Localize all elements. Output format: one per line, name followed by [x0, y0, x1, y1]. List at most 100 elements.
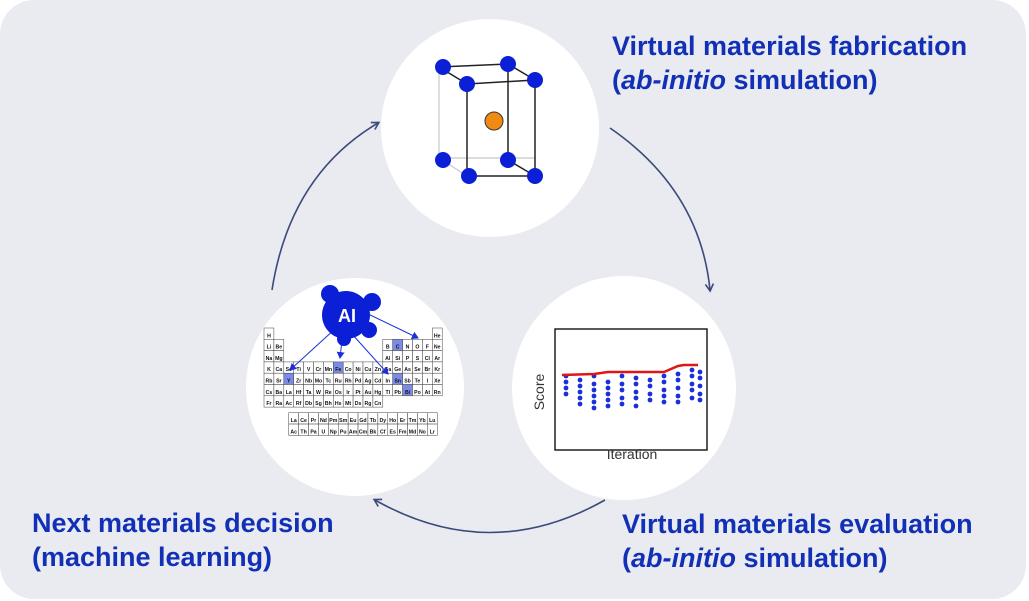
- score-point: [689, 395, 695, 401]
- element-symbol: Ti: [296, 367, 301, 373]
- atom-node: [527, 72, 543, 88]
- element-symbol: S: [416, 356, 420, 362]
- element-symbol: Cd: [374, 379, 381, 385]
- score-point: [647, 397, 653, 403]
- element-symbol: No: [419, 429, 426, 435]
- element-symbol: Sm: [339, 418, 347, 424]
- crystal-structure: [435, 56, 543, 184]
- element-symbol: Pa: [310, 429, 316, 435]
- element-symbol: H: [267, 333, 271, 339]
- element-symbol: Mt: [345, 401, 351, 407]
- element-symbol: Xe: [434, 379, 440, 385]
- element-symbol: Cf: [380, 429, 386, 435]
- score-point: [697, 369, 703, 375]
- element-symbol: Sc: [286, 367, 292, 373]
- atom-node: [500, 152, 516, 168]
- element-symbol: Pt: [355, 390, 360, 396]
- element-symbol: Ac: [290, 429, 297, 435]
- score-point: [605, 397, 611, 403]
- element-symbol: In: [385, 379, 390, 385]
- score-point: [577, 383, 583, 389]
- element-symbol: B: [386, 345, 390, 351]
- element-symbol: Rf: [296, 401, 302, 407]
- element-symbol: Ac: [285, 401, 292, 407]
- element-symbol: Ge: [394, 367, 401, 373]
- score-point: [619, 373, 625, 379]
- score-point: [675, 385, 681, 391]
- score-point: [563, 385, 569, 391]
- score-point: [697, 391, 703, 397]
- score-axis-label: Score: [531, 374, 547, 411]
- element-symbol: Y: [287, 379, 291, 385]
- element-symbol: Ru: [335, 379, 342, 385]
- best-score-line: [561, 363, 698, 377]
- atom-node: [461, 168, 477, 184]
- evaluation-label: Virtual materials evaluation (ab-initio …: [622, 507, 973, 575]
- element-symbol: La: [286, 390, 292, 396]
- score-point: [633, 375, 639, 381]
- element-symbol: Sr: [276, 379, 281, 385]
- element-symbol: Lu: [429, 418, 435, 424]
- element-symbol: Hf: [296, 390, 302, 396]
- paren: (: [622, 543, 631, 573]
- element-symbol: Nb: [305, 379, 312, 385]
- element-symbol: Cu: [364, 367, 371, 373]
- element-cell: [372, 395, 384, 408]
- element-symbol: Ta: [306, 390, 312, 396]
- element-symbol: Ar: [434, 356, 440, 362]
- score-point: [633, 403, 639, 409]
- atom-node: [435, 152, 451, 168]
- element-symbol: Pu: [340, 429, 347, 435]
- element-symbol: K: [267, 367, 271, 373]
- score-point: [689, 367, 695, 373]
- element-symbol: Zn: [375, 367, 381, 373]
- element-symbol: Np: [330, 429, 337, 435]
- score-point: [605, 391, 611, 397]
- element-symbol: Dy: [379, 418, 386, 424]
- iteration-axis-label: Iteration: [607, 446, 658, 462]
- element-symbol: Ds: [355, 401, 362, 407]
- score-point: [619, 401, 625, 407]
- evaluation-title: Virtual materials evaluation: [622, 509, 973, 539]
- element-symbol: Rn: [434, 390, 441, 396]
- arrow-fabrication-to-evaluation: [609, 127, 715, 293]
- score-point: [577, 389, 583, 395]
- score-point: [675, 399, 681, 405]
- element-symbol: Au: [364, 390, 371, 396]
- arrow-decision-to-fabrication: [271, 121, 381, 291]
- element-symbol: Br: [424, 367, 430, 373]
- element-symbol: Pm: [329, 418, 337, 424]
- element-symbol: P: [406, 356, 410, 362]
- element-symbol: Pb: [394, 390, 401, 396]
- simulation-text: simulation): [735, 543, 888, 573]
- ab-initio-italic: ab-initio: [631, 543, 736, 573]
- element-symbol: Pd: [355, 379, 362, 385]
- element-symbol: He: [434, 333, 441, 339]
- score-point: [633, 395, 639, 401]
- score-point: [591, 399, 597, 405]
- element-symbol: Er: [400, 418, 405, 424]
- element-symbol: F: [426, 345, 429, 351]
- element-symbol: Se: [414, 367, 420, 373]
- element-symbol: Cs: [266, 390, 273, 396]
- simulation-text: simulation): [725, 65, 878, 95]
- element-symbol: Rb: [265, 379, 272, 385]
- score-point: [591, 393, 597, 399]
- element-symbol: Sb: [404, 379, 411, 385]
- element-symbol: Yb: [419, 418, 426, 424]
- paren: (: [612, 65, 621, 95]
- element-symbol: V: [307, 367, 311, 373]
- score-point: [633, 389, 639, 395]
- ab-initio-italic: ab-initio: [621, 65, 726, 95]
- element-symbol: Lr: [430, 429, 435, 435]
- element-symbol: C: [396, 345, 400, 351]
- element-symbol: Po: [414, 390, 421, 396]
- element-symbol: Tl: [385, 390, 390, 396]
- score-point: [591, 405, 597, 411]
- score-point: [697, 397, 703, 403]
- arrow-evaluation-to-decision: [372, 498, 606, 534]
- element-symbol: Tb: [370, 418, 376, 424]
